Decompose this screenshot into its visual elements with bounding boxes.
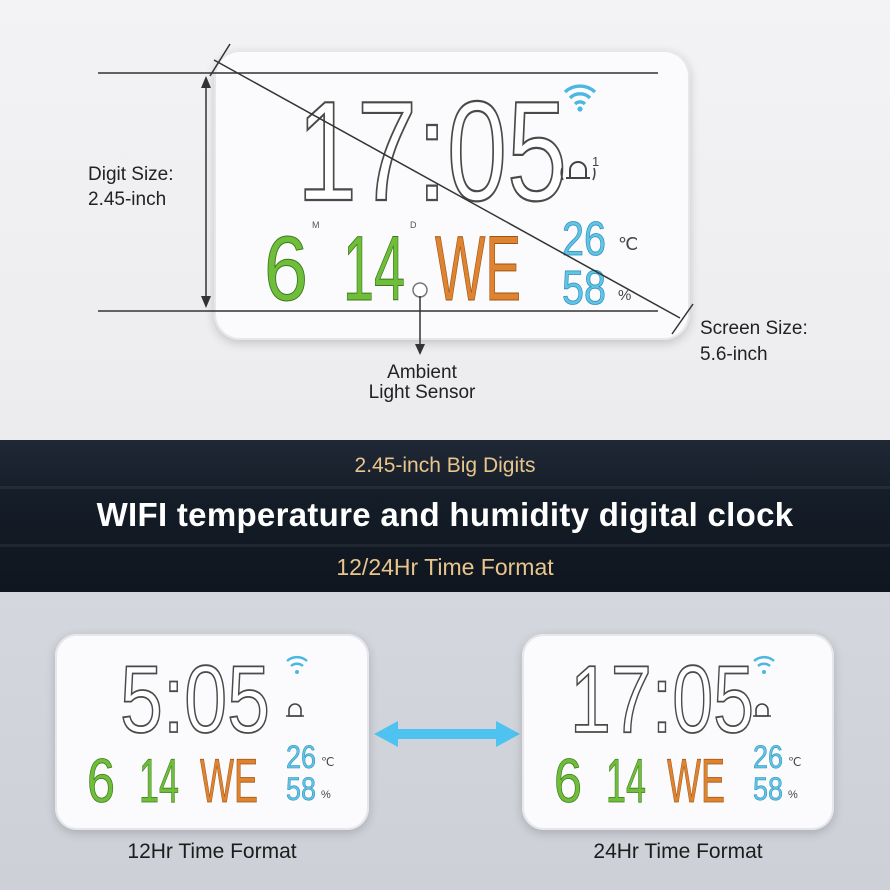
month-marker: M [312, 220, 320, 230]
clock-24hr-face: 17:05 6 14 WE 26 58 ℃ % [554, 645, 802, 816]
clock-24hr: 17:05 6 14 WE 26 58 ℃ % [522, 634, 834, 830]
main-time-digits: 17:05 [296, 71, 568, 232]
banner-subtitle-top: 2.45-inch Big Digits [354, 454, 536, 477]
diagram-section: 17:05 1 M D 6 14 WE [0, 0, 890, 440]
temperature-unit: ℃ [618, 234, 638, 254]
wifi-icon [286, 656, 308, 674]
month-digit: 6 [264, 218, 308, 320]
humidity-value: 58 [286, 771, 316, 807]
dimension-lines [98, 43, 694, 355]
day-digits: 14 [343, 218, 405, 320]
alarm-bell-icon: 1 [560, 154, 599, 181]
time-12hr: 5:05 [120, 646, 270, 753]
temperature-unit: ℃ [321, 755, 334, 769]
temperature-value: 26 [753, 739, 783, 775]
wifi-icon [563, 84, 597, 112]
banner-title: WIFI temperature and humidity digital cl… [96, 496, 794, 533]
sensor-label-line1: Ambient [387, 362, 457, 383]
main-time-text: 17:05 [297, 72, 567, 231]
time-24hr: 17:05 [570, 646, 754, 753]
main-clock-face: 17:05 1 M D 6 14 WE [264, 71, 639, 321]
temperature-unit: ℃ [788, 755, 801, 769]
digit-size-value: 2.45-inch [88, 189, 167, 210]
clock-12hr-face: 5:05 6 14 WE 26 58 ℃ % [87, 645, 335, 816]
day-marker: D [410, 220, 417, 230]
month-digit: 6 [87, 747, 115, 816]
clock-12hr: 5:05 6 14 WE 26 58 ℃ % [55, 634, 369, 830]
digit-size-label: Digit Size: [88, 164, 174, 185]
feature-banner: 2.45-inch Big Digits WIFI temperature an… [0, 440, 890, 592]
month-digit: 6 [554, 747, 582, 816]
humidity-value: 58 [562, 262, 606, 315]
main-clock-display: 17:05 1 M D 6 14 WE [214, 50, 690, 340]
alarm-number: 1 [592, 154, 599, 169]
banner-subtitle-bottom: 12/24Hr Time Format [336, 554, 554, 580]
humidity-unit: % [788, 789, 798, 801]
day-digits: 14 [606, 747, 646, 816]
wifi-icon [753, 656, 775, 674]
alarm-bell-icon [286, 703, 304, 717]
temperature-value: 26 [286, 739, 316, 775]
weekday-text: WE [200, 747, 258, 816]
weekday-text: WE [667, 747, 725, 816]
alarm-bell-icon [753, 703, 771, 717]
temperature-value: 26 [562, 213, 606, 266]
day-digits: 14 [139, 747, 179, 816]
screen-size-value: 5.6-inch [700, 344, 768, 365]
caption-24hr: 24Hr Time Format [593, 840, 763, 863]
weekday-text: WE [435, 218, 521, 320]
humidity-unit: % [321, 789, 331, 801]
humidity-value: 58 [753, 771, 783, 807]
screen-size-label: Screen Size: [700, 318, 808, 339]
double-arrow-icon [374, 721, 520, 747]
format-comparison-section: 5:05 6 14 WE 26 58 ℃ % 17:05 [0, 592, 890, 890]
caption-12hr: 12Hr Time Format [127, 840, 297, 863]
sensor-label-line2: Light Sensor [368, 382, 476, 403]
humidity-unit: % [618, 287, 631, 304]
